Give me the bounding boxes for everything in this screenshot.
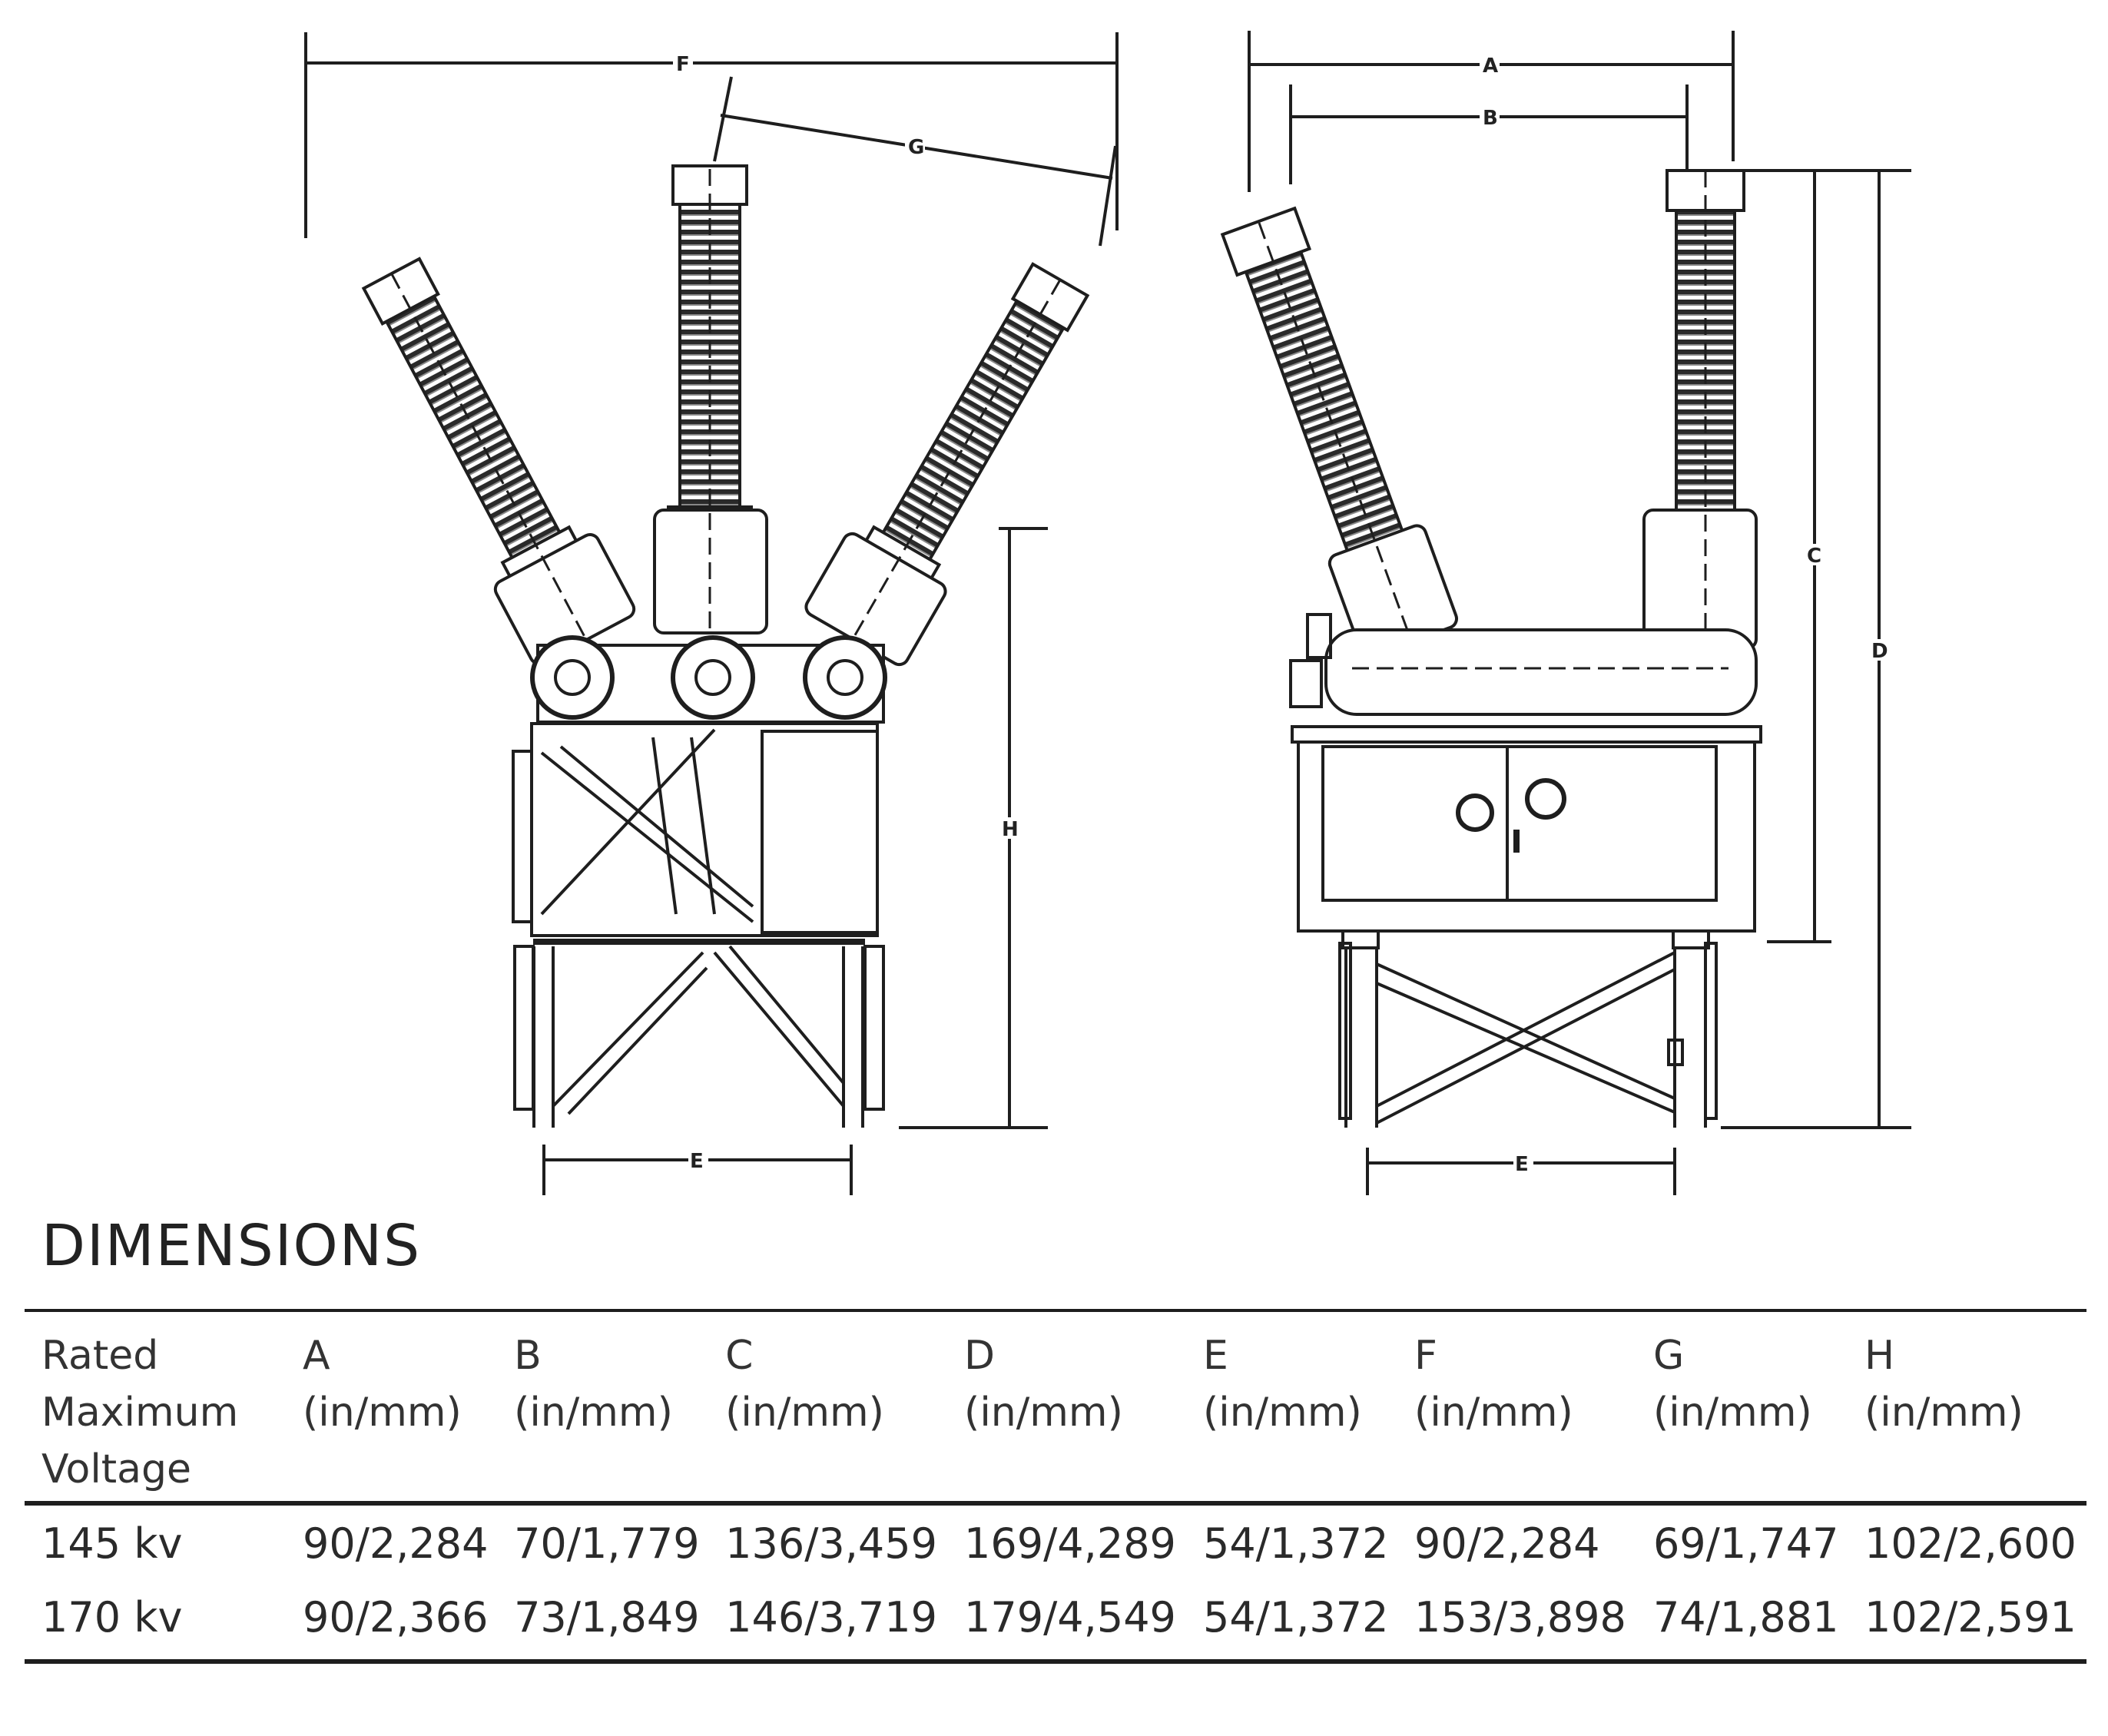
dim-label-e-side: E [1515, 1153, 1529, 1176]
dim-label-f: F [676, 53, 690, 76]
header-a: A(in/mm) [286, 1310, 498, 1506]
dim-label-b: B [1483, 107, 1498, 130]
table-row: 145 kv 90/2,284 70/1,779 136/3,459 169/4… [25, 1503, 2086, 1581]
header-c: C(in/mm) [708, 1310, 948, 1506]
cell-c: 136/3,459 [725, 1519, 937, 1568]
cell-f: 153/3,898 [1414, 1593, 1626, 1642]
header-e: E(in/mm) [1185, 1310, 1398, 1506]
cell-a: 90/2,366 [303, 1593, 489, 1642]
front-view-labels: F G H E [673, 52, 1019, 1173]
header-g: G(in/mm) [1636, 1310, 1848, 1506]
cell-d: 179/4,549 [964, 1593, 1176, 1642]
cell-a: 90/2,284 [303, 1519, 489, 1568]
dim-label-c: C [1807, 545, 1821, 568]
section-title: DIMENSIONS [41, 1213, 422, 1279]
header-d: D(in/mm) [947, 1310, 1186, 1506]
header-b: B(in/mm) [497, 1310, 709, 1506]
table-row: 170 kv 90/2,366 73/1,849 146/3,719 179/4… [25, 1581, 2086, 1661]
cell-h: 102/2,591 [1864, 1593, 2077, 1642]
cell-e: 54/1,372 [1202, 1593, 1389, 1642]
cell-c: 146/3,719 [725, 1593, 937, 1642]
cell-d: 169/4,289 [964, 1519, 1176, 1568]
header-h: H(in/mm) [1848, 1310, 2086, 1506]
cell-g: 74/1,881 [1652, 1593, 1839, 1642]
dim-label-d: D [1871, 640, 1888, 663]
cell-e: 54/1,372 [1202, 1519, 1389, 1568]
front-view [304, 32, 1119, 1195]
side-view-labels: A B C D E [1480, 54, 1888, 1176]
dim-label-a: A [1483, 55, 1498, 78]
cell-b: 70/1,779 [514, 1519, 700, 1568]
header-f: F(in/mm) [1397, 1310, 1636, 1506]
cell-h: 102/2,600 [1864, 1519, 2077, 1568]
dim-label-e-front: E [690, 1150, 704, 1173]
cell-f: 90/2,284 [1414, 1519, 1600, 1568]
cell-voltage: 170 kv [41, 1593, 183, 1642]
cell-voltage: 145 kv [41, 1519, 183, 1568]
side-view [1220, 31, 1911, 1195]
cell-b: 73/1,849 [514, 1593, 700, 1642]
cell-g: 69/1,747 [1652, 1519, 1839, 1568]
breaker-dimension-drawing: F G H E [304, 31, 1911, 1195]
dim-label-h: H [1002, 818, 1019, 841]
dim-label-g: G [908, 136, 924, 159]
